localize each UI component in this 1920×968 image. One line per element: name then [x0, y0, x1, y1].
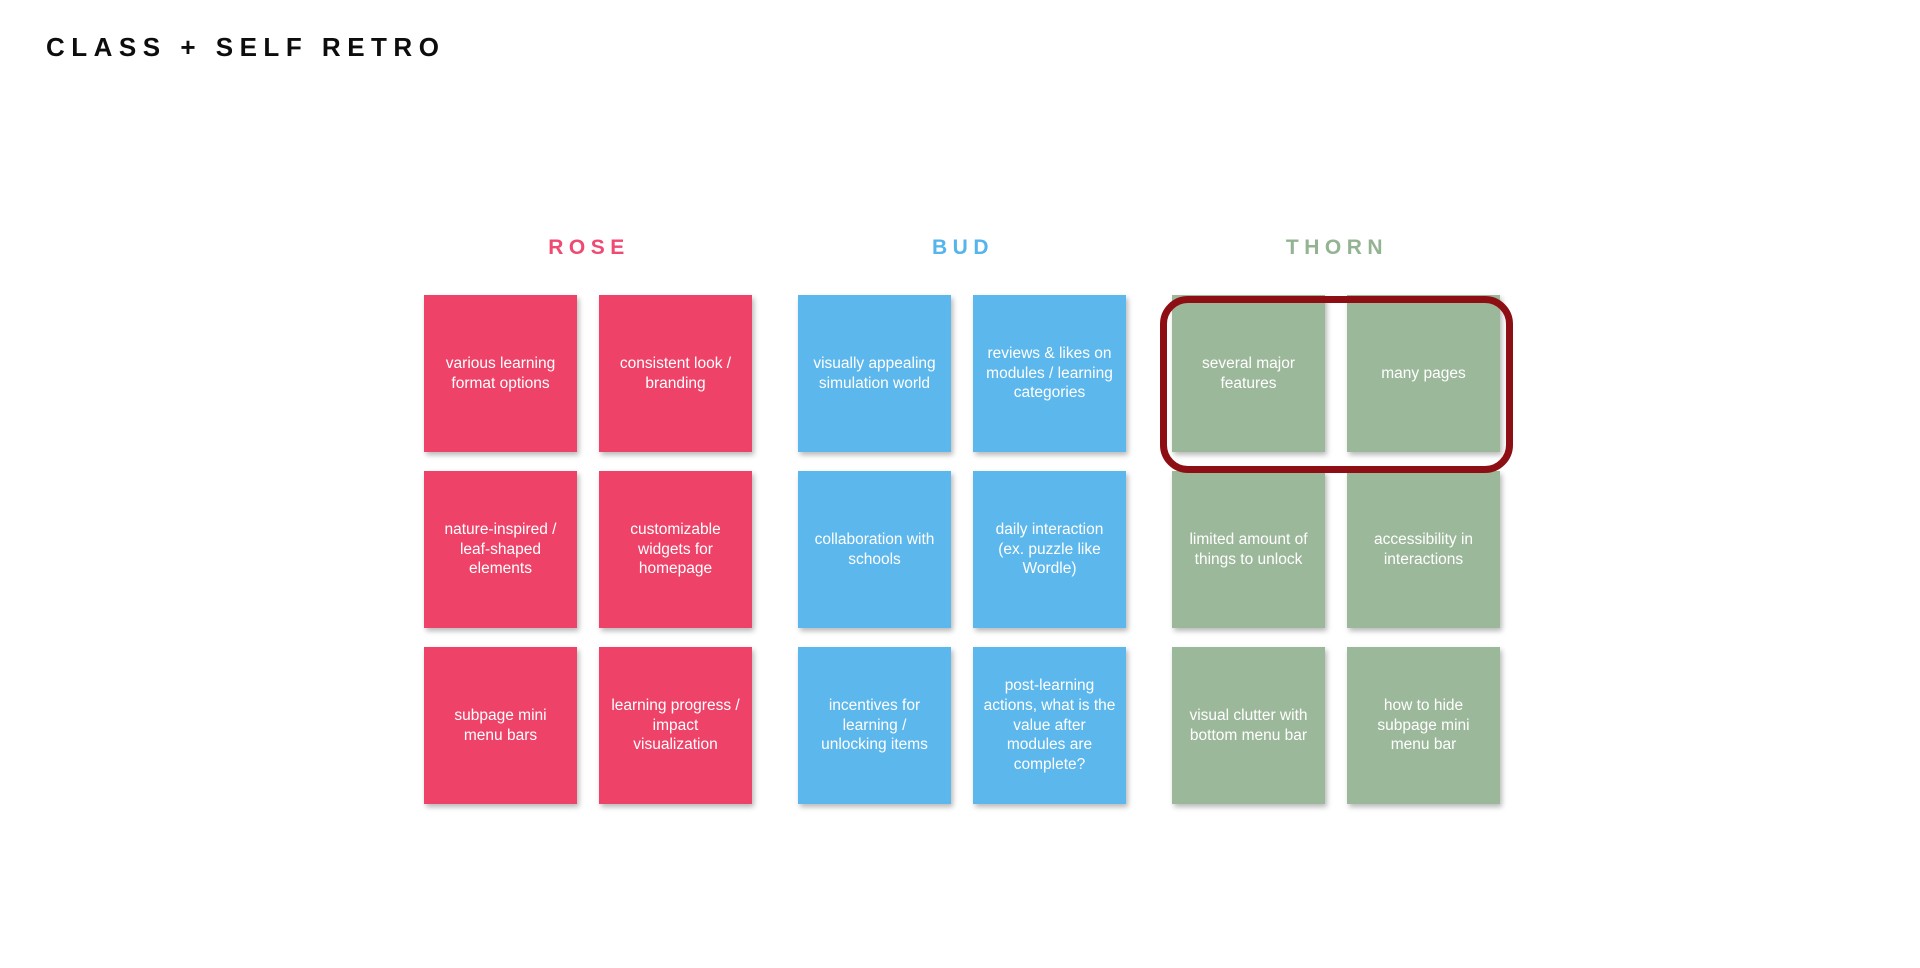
card-thorn-2[interactable]: many pages: [1347, 295, 1500, 452]
card-rose-3[interactable]: nature-inspired / leaf-shaped elements: [424, 471, 577, 628]
card-rose-2[interactable]: consistent look / branding: [599, 295, 752, 452]
card-thorn-1[interactable]: several major features: [1172, 295, 1325, 452]
column-header-rose: ROSE: [548, 236, 630, 259]
card-bud-1[interactable]: visually appealing simulation world: [798, 295, 951, 452]
card-rose-1[interactable]: various learning format options: [424, 295, 577, 452]
column-thorn: THORN several major features many pages …: [1172, 236, 1502, 804]
card-thorn-3[interactable]: limited amount of things to unlock: [1172, 471, 1325, 628]
card-grid-bud: visually appealing simulation world revi…: [798, 295, 1128, 804]
column-header-bud: BUD: [932, 236, 994, 259]
card-rose-4[interactable]: customizable widgets for homepage: [599, 471, 752, 628]
card-rose-5[interactable]: subpage mini menu bars: [424, 647, 577, 804]
card-thorn-6[interactable]: how to hide subpage mini menu bar: [1347, 647, 1500, 804]
card-grid-rose: various learning format options consiste…: [424, 295, 754, 804]
column-rose: ROSE various learning format options con…: [424, 236, 754, 804]
card-bud-4[interactable]: daily interaction (ex. puzzle like Wordl…: [973, 471, 1126, 628]
card-bud-2[interactable]: reviews & likes on modules / learning ca…: [973, 295, 1126, 452]
card-bud-3[interactable]: collaboration with schools: [798, 471, 951, 628]
card-thorn-5[interactable]: visual clutter with bottom menu bar: [1172, 647, 1325, 804]
column-header-thorn: THORN: [1285, 236, 1389, 259]
card-bud-6[interactable]: post-learning actions, what is the value…: [973, 647, 1126, 804]
card-grid-thorn: several major features many pages limite…: [1172, 295, 1502, 804]
card-bud-5[interactable]: incentives for learning / unlocking item…: [798, 647, 951, 804]
column-bud: BUD visually appealing simulation world …: [798, 236, 1128, 804]
card-rose-6[interactable]: learning progress / impact visualization: [599, 647, 752, 804]
card-thorn-4[interactable]: accessibility in interactions: [1347, 471, 1500, 628]
page-title: CLASS + SELF RETRO: [46, 32, 446, 62]
